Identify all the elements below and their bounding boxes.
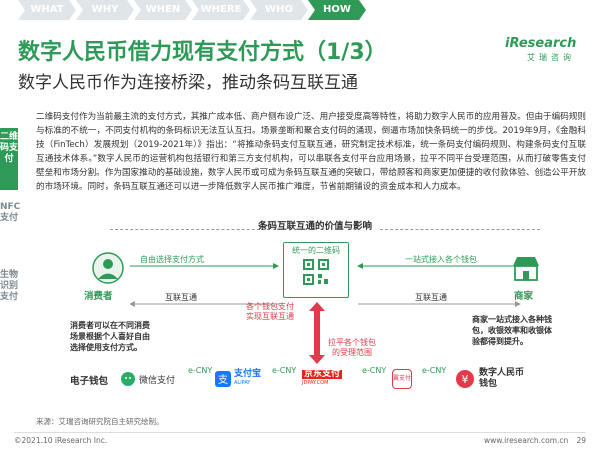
one-stop-label: 一站式接入各个钱包 — [405, 255, 477, 264]
title-rule-right — [380, 229, 540, 230]
footer-url[interactable]: www.iresearch.com.cn — [484, 436, 569, 445]
tab-what[interactable]: WHAT — [18, 0, 76, 20]
side-nav-qr-label: 二维码支付 — [0, 132, 19, 164]
ecny-label-2: e-CNY — [272, 366, 297, 375]
svg-text:¥: ¥ — [462, 373, 469, 386]
store-icon — [513, 257, 539, 281]
side-nav-nfc-label: NFC支付 — [0, 202, 21, 223]
unified-qr-label: 统一的二维码 — [292, 246, 340, 255]
alipay-icon: 支 — [215, 371, 231, 387]
footer: ©2021.10 iResearch Inc. www.iresearch.co… — [14, 432, 586, 445]
side-nav-nfc[interactable]: NFC支付 — [0, 202, 21, 224]
consumer-note: 消费者可以在不同消费 场景根据个人喜好自由 选择使用支付方式。 — [70, 321, 150, 352]
tab-when[interactable]: WHEN — [134, 0, 192, 20]
merchant-label: 商家 — [514, 291, 534, 302]
center-top-note: 各个钱包支付 实现互联互通 — [246, 302, 294, 321]
interop-diagram: 条码互联互通的价值与影响 消费者 商家 自由选择支付方式 一站式接入各个钱包 互… — [70, 218, 590, 398]
consumer-label: 消费者 — [84, 291, 113, 302]
jd-pay-sublabel: JDPAY.COM — [302, 380, 329, 386]
wallet-label: 电子钱包 — [70, 376, 109, 387]
tab-who[interactable]: WHO — [250, 0, 308, 20]
qr-code-icon — [303, 259, 329, 285]
wechat-pay-label: 微信支付 — [139, 375, 176, 386]
wechat-pay: 微信支付 — [120, 368, 175, 390]
free-choice-label: 自由选择支付方式 — [140, 255, 204, 264]
vertical-double-arrow — [309, 302, 325, 364]
flow-arrows — [130, 263, 521, 307]
iresearch-logo: iResearch 艾瑞咨询 — [505, 36, 587, 63]
wechat-icon — [121, 372, 135, 386]
consumer-icon — [92, 252, 124, 284]
side-nav-qr[interactable]: 二维码支付 — [0, 128, 18, 190]
footer-copyright: ©2021.10 iResearch Inc. — [14, 436, 108, 445]
dcep-label: 数字人民币 钱包 — [479, 368, 525, 389]
alipay-sublabel: ALIPAY — [234, 380, 251, 386]
tab-where[interactable]: WHERE — [192, 0, 250, 20]
interop-left-label: 互联互通 — [165, 293, 197, 302]
tab-how[interactable]: HOW — [308, 0, 366, 20]
page-title: 数字人民币借力现有支付方式（1/3） — [18, 40, 387, 65]
dcep-icon: ¥ — [456, 370, 474, 388]
title-rule-left — [110, 229, 270, 230]
interop-right-label: 互联互通 — [415, 293, 447, 302]
side-nav-bio-label: 生物识别支付 — [0, 270, 19, 302]
merchant-note: 商家一站式接入各种钱 包，收银效率和收银体 验都得到提升。 — [472, 315, 552, 346]
unified-qr-box: 统一的二维码 — [283, 242, 349, 298]
center-bottom-note: 拉平各个钱包 的受理范围 — [328, 338, 376, 357]
logo-subtext: 艾瑞咨询 — [527, 53, 575, 62]
ecny-label-1: e-CNY — [188, 366, 213, 375]
bestpay-label: 翼支付 — [392, 369, 412, 389]
diagram-title: 条码互联互通的价值与影响 — [257, 221, 372, 232]
page-subtitle: 数字人民币作为连接桥梁，推动条码互联互通 — [18, 73, 358, 93]
page-number: 29 — [576, 436, 586, 445]
tab-why[interactable]: WHY — [76, 0, 134, 20]
alipay-label: 支付宝 — [234, 369, 262, 379]
logo-text: iResearch — [505, 36, 577, 51]
jd-pay: 京东支付 JDPAY.COM — [302, 368, 343, 390]
ecny-label-4: e-CNY — [422, 366, 447, 375]
dcep-wallet: ¥ 数字人民币 钱包 — [455, 368, 524, 390]
source-note: 来源：艾瑞咨询研究院自主研究绘制。 — [36, 417, 164, 426]
section-tabs: WHAT WHY WHEN WHERE WHO HOW — [0, 0, 600, 20]
jd-pay-label: 京东支付 — [302, 369, 343, 379]
ecny-label-3: e-CNY — [362, 366, 387, 375]
bestpay: 翼支付 — [392, 368, 412, 390]
svg-text:支: 支 — [218, 374, 228, 386]
alipay: 支 支付宝 ALIPAY — [215, 368, 261, 390]
wallet-row: 电子钱包 微信支付 e-CNY 支 支付宝 ALIPAY e-CNY 京东支付 … — [70, 366, 590, 392]
body-paragraph: 二维码支付作为当前最主流的支付方式，其推广成本低、商户侧布设广泛、用户接受度高等… — [36, 112, 587, 192]
side-nav-bio[interactable]: 生物识别支付 — [0, 270, 18, 303]
